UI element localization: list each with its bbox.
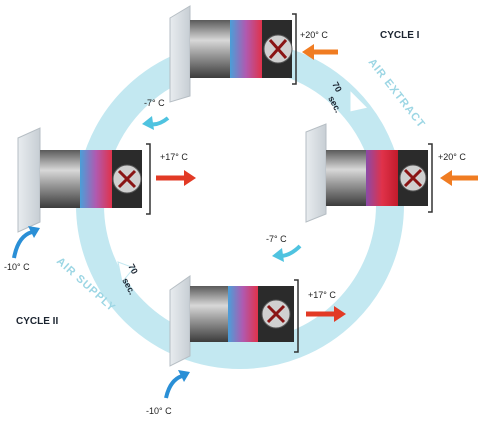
top-intake-temp: +20° C	[300, 30, 328, 40]
bottom-supply-arrowhead	[334, 306, 346, 322]
cycle-2-label: CYCLE II	[16, 316, 58, 327]
top-exhaust-arrowhead	[142, 116, 154, 130]
ring-arrowhead-extract	[349, 88, 369, 113]
left-intake-arrow	[12, 230, 33, 259]
bottom-intake-arrow	[164, 374, 183, 399]
left-ventilator-unit	[17, 127, 151, 233]
right-exhaust-arrow	[279, 244, 302, 258]
left-supply-arrowhead	[184, 170, 196, 186]
right-exhaust-temp: -7° C	[266, 234, 287, 244]
bottom-ventilator-unit	[169, 275, 299, 367]
top-intake-arrowhead	[302, 44, 314, 60]
right-intake-temp: +20° C	[438, 152, 466, 162]
right-ventilator-unit	[305, 123, 433, 223]
cycle-1-label: CYCLE I	[380, 30, 420, 41]
bottom-supply-temp: +17° C	[308, 290, 336, 300]
ring-arrowhead-supply	[117, 261, 135, 284]
top-ventilator-unit	[169, 5, 297, 103]
extract-duration-value: 70	[330, 80, 344, 94]
bottom-intake-arrowhead	[178, 370, 190, 382]
right-exhaust-arrowhead	[272, 248, 284, 262]
top-exhaust-temp: -7° C	[144, 98, 165, 108]
left-supply-temp: +17° C	[160, 152, 188, 162]
left-intake-temp: -10° C	[4, 262, 30, 272]
supply-duration-value: 70	[126, 262, 140, 276]
right-intake-arrowhead	[440, 170, 452, 186]
bottom-intake-temp: -10° C	[146, 406, 172, 416]
left-intake-arrowhead	[28, 226, 40, 238]
